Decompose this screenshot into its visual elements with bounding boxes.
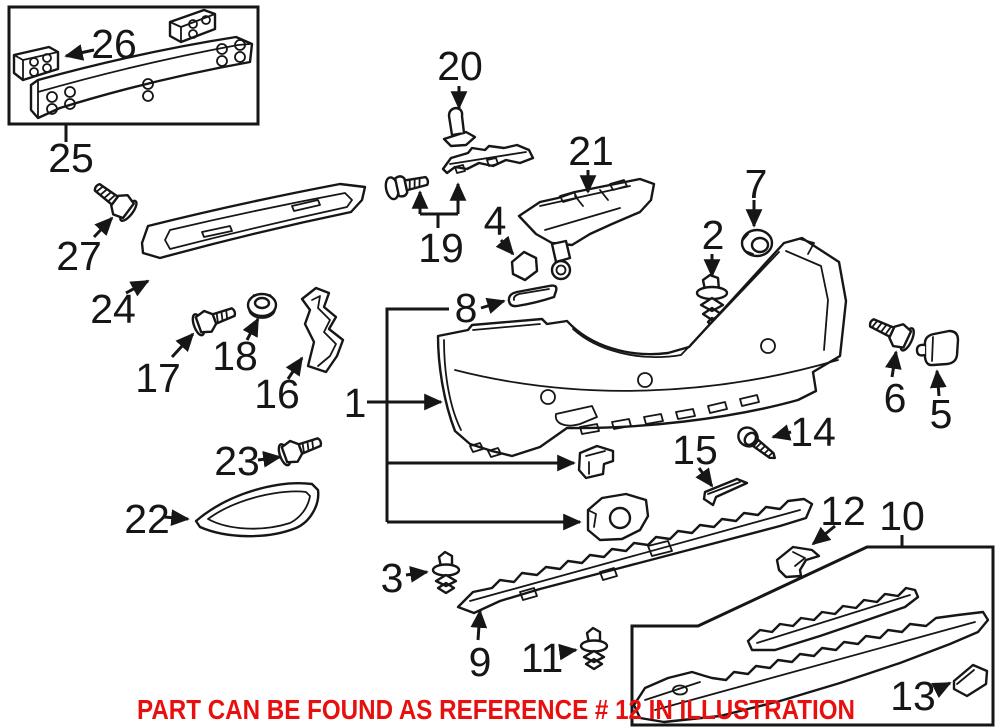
inset-box-lower-valance [630, 545, 995, 727]
inset-upper-strip-drawing [746, 586, 920, 652]
part-20-clip-drawing [442, 106, 477, 148]
leader-23 [257, 450, 282, 468]
part-8-reflector-drawing [507, 284, 558, 308]
leader-3 [405, 566, 429, 583]
part-22-corner-trim-drawing [194, 482, 320, 538]
callout-12: 12 [820, 488, 866, 534]
part-21-bracket-drawing [517, 177, 656, 281]
callout-27: 27 [56, 233, 102, 279]
part-5-cover-cap-drawing [915, 329, 960, 367]
part-19-retainer-drawing [441, 143, 535, 175]
callout-11: 11 [521, 635, 564, 681]
leader-13 [931, 681, 952, 699]
leader-17 [170, 332, 195, 359]
part-15-bracket-plate-drawing [702, 477, 749, 507]
leader-14 [771, 424, 792, 441]
part-9-lower-valance-drawing [456, 497, 814, 615]
callout-14: 14 [790, 409, 836, 455]
part-17-bolt-drawing [191, 307, 237, 337]
leader-5 [929, 369, 947, 397]
part-7-nut-drawing [740, 228, 774, 258]
leader-4 [495, 235, 515, 256]
part-13-bracket-drawing [952, 663, 989, 698]
leader-12 [811, 524, 836, 546]
leader-26 [64, 44, 95, 61]
part-1-retainer-lower-drawing [586, 492, 650, 542]
callout-13: 13 [890, 673, 936, 719]
callout-3: 3 [381, 555, 404, 601]
callout-23: 23 [214, 438, 260, 484]
inset-lower-strip-drawing [632, 610, 990, 724]
inset-box-reinforcement [7, 5, 260, 126]
callout-2: 2 [702, 212, 725, 258]
callout-8: 8 [455, 285, 478, 331]
part-25-reinforcement-bar-drawing [29, 35, 254, 120]
part-6-bolt-drawing [868, 318, 915, 352]
callout-16: 16 [254, 371, 300, 417]
callout-25: 25 [48, 135, 94, 181]
leader-1-bracket [385, 307, 449, 522]
part-14-screw-drawing [737, 426, 776, 460]
leader-16 [285, 356, 304, 380]
callout-5: 5 [930, 391, 953, 437]
leader-6 [885, 350, 902, 378]
part-3-clip-drawing [431, 550, 461, 595]
part-16-bracket-drawing [300, 286, 345, 374]
callout-15: 15 [672, 427, 718, 473]
part-2-clip-drawing [695, 273, 729, 328]
callout-6: 6 [884, 375, 907, 421]
leader-19-bracket [420, 212, 458, 228]
callout-22: 22 [124, 496, 170, 542]
part-18-nut-drawing [246, 292, 278, 319]
part-1-retainer-upper-drawing [577, 444, 615, 480]
leader-9 [470, 609, 488, 641]
callout-18: 18 [212, 333, 258, 379]
callout-21: 21 [568, 128, 614, 174]
leader-11 [558, 643, 578, 661]
footer-reference-note: PART CAN BE FOUND AS REFERENCE # 12 IN I… [137, 694, 855, 725]
leader-8 [480, 297, 506, 314]
callout-26: 26 [91, 21, 137, 67]
callout-1: 1 [344, 380, 367, 426]
callout-19: 19 [418, 225, 464, 271]
part-12-bracket-drawing [775, 545, 821, 579]
leader-24 [125, 279, 150, 297]
callout-20: 20 [437, 43, 483, 89]
callout-10: 10 [879, 493, 925, 539]
part-1-bumper-cover-drawing [436, 236, 848, 458]
leader-22 [163, 509, 190, 526]
leader-27 [92, 216, 114, 239]
part-23-bolt-drawing [277, 437, 323, 467]
part-24-impact-absorber-drawing [140, 182, 367, 260]
callout-9: 9 [469, 639, 492, 685]
part-4-clip-drawing [510, 250, 539, 282]
leader-18 [242, 317, 260, 341]
callout-7: 7 [745, 161, 768, 207]
callout-4: 4 [484, 198, 507, 244]
callout-24: 24 [90, 286, 136, 332]
part-11-clip-drawing [579, 626, 609, 671]
part-27-bolt-drawing [93, 182, 138, 222]
leader-15 [695, 467, 714, 488]
part-26-bracket-drawing [12, 8, 217, 82]
callout-17: 17 [135, 355, 181, 401]
part-19-bolt-drawing [384, 175, 430, 201]
